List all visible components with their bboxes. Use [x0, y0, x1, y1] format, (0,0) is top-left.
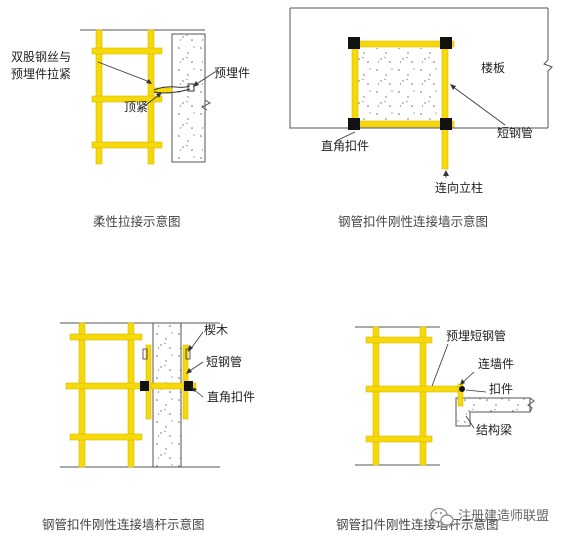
structural-beam — [455, 397, 531, 427]
right-angle-clamp — [348, 37, 360, 49]
short-pipe-bottom — [349, 120, 455, 128]
right-angle-clamp — [348, 118, 360, 130]
right-angle-clamp — [140, 381, 149, 391]
vertical-pipe — [78, 322, 86, 468]
diagram-flexible-tie: 双股钢丝与 预埋件拉紧 预埋件 顶紧 柔性拉接示意图 — [11, 29, 250, 229]
concrete-wall — [171, 33, 206, 163]
diagram-rigid-tie-to-beam: 预埋短钢管 连墙件 扣件 结构梁 钢管扣件刚性连接墙杆示意图 — [336, 326, 535, 532]
right-angle-clamp — [184, 381, 193, 391]
caption-flexible-tie: 柔性拉接示意图 — [93, 214, 181, 229]
diagram-rigid-wall-tie: 楼板 短钢管 直角扣件 连向立柱 钢管扣件刚性连接墙示意图 — [289, 7, 553, 229]
horizontal-pipe — [365, 435, 433, 443]
label-short-pipe: 短钢管 — [497, 125, 533, 140]
watermark-text: 注册建造师联盟 — [458, 509, 549, 524]
label-wire-line2: 预埋件拉紧 — [11, 66, 71, 81]
label-right-angle-clamp: 直角扣件 — [321, 139, 369, 153]
label-wedge: 楔木 — [204, 323, 228, 337]
caption-rigid-tie-through-wall: 钢管扣件刚性连接墙杆示意图 — [42, 517, 205, 532]
wechat-icon — [430, 507, 454, 526]
label-embedded-part: 预埋件 — [214, 66, 250, 80]
tie-member — [365, 385, 463, 393]
embedded-part — [187, 83, 195, 92]
label-tie-member: 连墙件 — [478, 356, 514, 371]
right-angle-clamp — [440, 37, 452, 49]
horizontal-pipe — [91, 47, 163, 55]
pipe-to-column — [441, 40, 449, 170]
horizontal-pipe — [69, 333, 143, 341]
label-to-column: 连向立柱 — [435, 180, 483, 195]
clamp — [459, 386, 465, 392]
label-embedded-short-pipe: 预埋短钢管 — [446, 328, 506, 343]
caption-rigid-wall-tie: 钢管扣件刚性连接墙示意图 — [338, 214, 488, 229]
slab-concrete — [358, 48, 446, 122]
horizontal-pipe — [69, 433, 143, 441]
label-wire-line1: 双股钢丝与 — [11, 50, 71, 64]
horizontal-pipe-through — [65, 382, 197, 390]
label-structural-beam: 结构梁 — [476, 422, 512, 437]
label-clamp: 扣件 — [489, 382, 513, 396]
steel-wire — [153, 85, 191, 91]
vertical-pipe — [419, 326, 427, 466]
watermark: 注册建造师联盟 — [430, 507, 549, 526]
short-pipe-left — [351, 40, 359, 128]
horizontal-pipe — [365, 336, 433, 344]
label-prop: 顶紧 — [124, 100, 148, 114]
label-slab: 楼板 — [481, 60, 505, 75]
short-pipe-top — [349, 40, 455, 48]
vertical-pipe — [372, 326, 380, 466]
wedge — [185, 348, 191, 360]
right-angle-clamp — [440, 118, 452, 130]
vertical-pipe — [127, 322, 135, 468]
caption-rigid-tie-to-beam: 钢管扣件刚性连接墙杆示意图 — [336, 517, 499, 532]
label-short-pipe: 短钢管 — [206, 354, 242, 369]
diagram-rigid-tie-through-wall: 楔木 短钢管 直角扣件 钢管扣件刚性连接墙杆示意图 — [42, 322, 255, 532]
wedge — [142, 348, 148, 360]
horizontal-pipe — [91, 95, 163, 103]
concrete-wall — [152, 322, 182, 468]
label-right-angle-clamp: 直角扣件 — [207, 390, 255, 404]
horizontal-pipe — [91, 141, 163, 149]
